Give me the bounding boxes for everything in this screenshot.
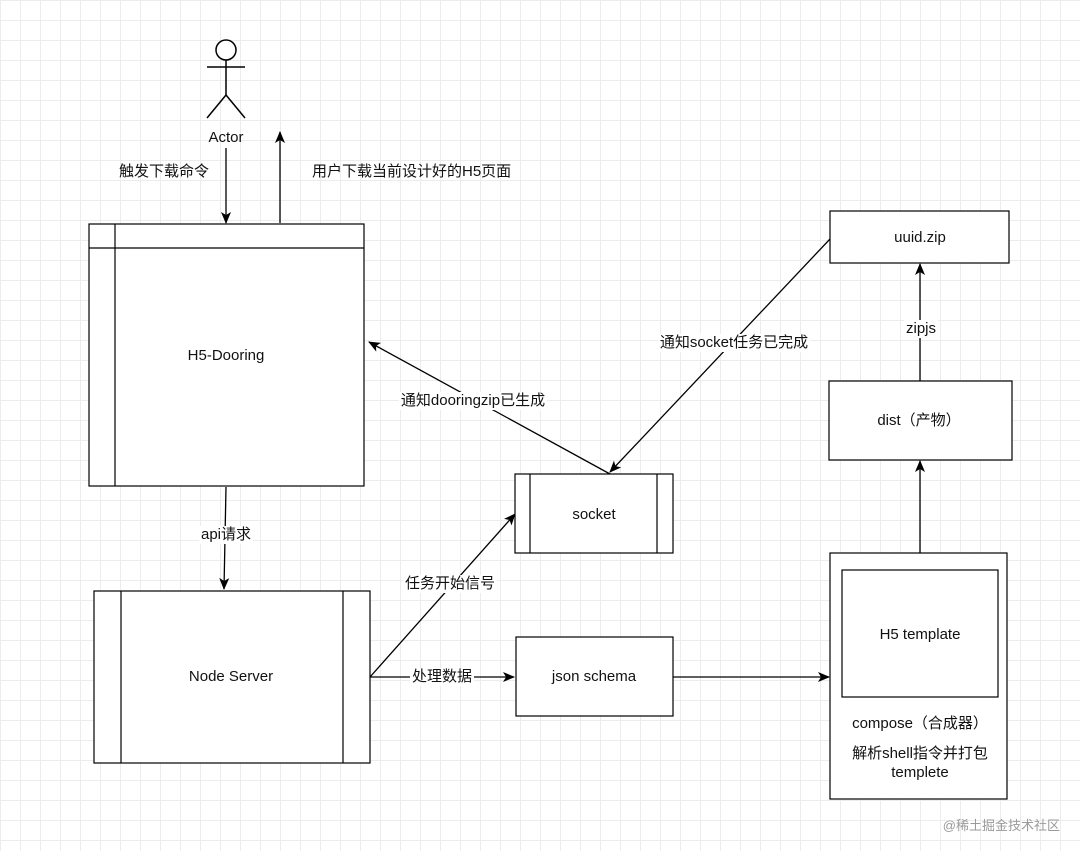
actor-figure [206,39,246,119]
notify-zip-generated-label: 通知dooringzip已生成 [398,392,548,410]
watermark: @稀土掘金技术社区 [942,818,1060,833]
compose-title: compose（合成器） [852,715,988,732]
node-server-box [93,590,371,764]
json-schema-title: json schema [551,668,637,685]
api-request-label: api请求 [198,526,254,544]
compose-description: 解析shell指令并打包templete [852,745,988,781]
h5-template-title: H5 template [879,626,961,643]
process-data-label: 处理数据 [409,668,475,686]
dist-title: dist（产物） [877,412,961,429]
task-start-signal-label: 任务开始信号 [402,575,498,593]
trigger-download-label: 触发下载命令 [119,163,210,180]
json-schema-box [515,636,674,717]
h5-dooring-title: H5-Dooring [187,347,265,364]
user-download-label: 用户下载当前设计好的H5页面 [312,163,512,180]
notify-socket-done-label: 通知socket任务已完成 [657,334,811,352]
zipjs-label: zipjs [903,320,939,338]
arrow-node-to-socket [369,513,516,678]
node-server-title: Node Server [188,668,274,685]
uuid-zip-title: uuid.zip [894,229,946,246]
arrow-zip-to-socket [609,238,831,473]
h5-dooring-box [88,223,365,487]
actor-label: Actor [208,129,244,146]
socket-title: socket [572,506,616,523]
h5-template-box [841,569,999,698]
uuid-zip-box [829,210,1010,264]
